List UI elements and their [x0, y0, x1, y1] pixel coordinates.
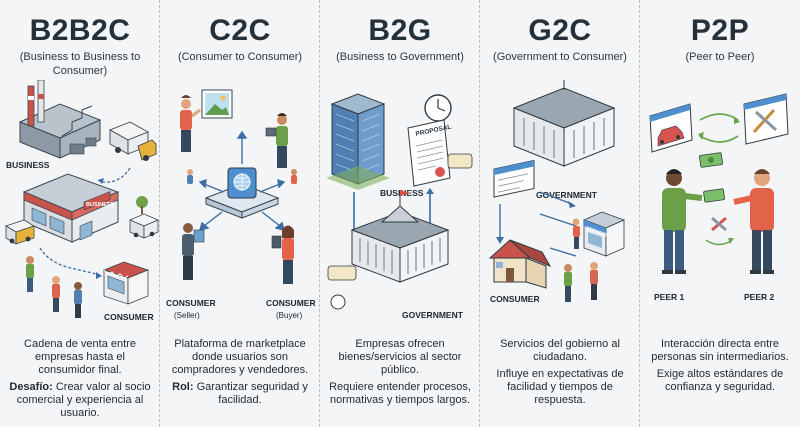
government-building-icon — [350, 190, 450, 283]
factory-icon — [18, 80, 102, 159]
peer-1-figure — [662, 169, 703, 274]
consumer-label: CONSUMER — [104, 312, 154, 322]
role-body: Garantizar seguridad y facilidad. — [193, 381, 308, 406]
government-building-icon — [512, 80, 616, 167]
consumer-figure — [52, 276, 60, 312]
column-subtitle: (Business to Government) — [336, 51, 464, 63]
buyer-figure — [271, 225, 294, 284]
image-listing-icon — [201, 89, 233, 119]
seller-figure — [180, 95, 201, 152]
column-c2c: C2C (Consumer to Consumer) — [160, 0, 320, 427]
column-g2c: G2C (Government to Consumer) GOVERNMENT — [480, 0, 640, 427]
peer-2-label: PEER 2 — [744, 292, 775, 302]
column-description: Empresas ofrecen bienes/servicios al sec… — [328, 338, 472, 411]
b2g-illustration: BUSINESS PROPOSAL — [326, 93, 473, 320]
stopwatch-icon — [330, 294, 346, 310]
van-icon — [5, 219, 35, 245]
truck-icon — [108, 121, 157, 161]
description-text: Interacción directa entre personas sin i… — [651, 338, 789, 363]
column-b2g: B2G (Business to Government) BUSINESS — [320, 0, 480, 427]
column-title: P2P — [690, 14, 750, 47]
role-text: Rol: Garantizar seguridad y facilidad. — [168, 381, 312, 407]
role-label: Rol: — [172, 381, 194, 393]
column-subtitle: (Government to Consumer) — [493, 51, 627, 63]
tools-listing-icon — [743, 93, 789, 145]
column-title: B2G — [368, 14, 432, 47]
flow-arrows — [198, 130, 286, 231]
cash-icon — [703, 188, 725, 203]
description-text: Plataforma de marketplace donde usuarios… — [171, 338, 309, 376]
user-figure — [187, 169, 193, 184]
consumer-figure — [74, 282, 82, 318]
government-label: GOVERNMENT — [536, 190, 598, 200]
government-label: GOVERNMENT — [402, 310, 464, 320]
seller-role-label: (Seller) — [174, 311, 200, 320]
car-listing-icon — [649, 103, 693, 153]
column-p2p: P2P (Peer to Peer) — [640, 0, 800, 427]
cash-icon — [699, 152, 723, 168]
services-kiosk-icon: SERVICES — [582, 211, 626, 257]
note-text: Requiere entender procesos, normativas y… — [329, 381, 471, 406]
flow-arrows — [499, 191, 577, 257]
column-description: Plataforma de marketplace donde usuarios… — [168, 338, 312, 411]
scroll-icon — [327, 265, 357, 281]
consumer-label: CONSUMER — [490, 294, 540, 304]
note-text: Exige altos estándares de confianza y se… — [656, 368, 784, 393]
shop-icon — [102, 261, 150, 305]
challenge-text: Desafío: Crear valor al socio comercial … — [8, 381, 152, 420]
column-title: G2C — [528, 14, 592, 47]
column-b2b2c: B2B2C (Business to Business to Consumer)… — [0, 0, 160, 427]
marketplace-platform-icon — [204, 167, 280, 219]
citizen-figure — [564, 264, 572, 302]
column-subtitle: (Business to Business to Consumer) — [19, 51, 141, 77]
column-subtitle: (Peer to Peer) — [685, 51, 755, 63]
column-title: B2B2C — [29, 14, 131, 47]
house-icon — [488, 239, 552, 289]
citizen-figure — [590, 262, 598, 300]
g2c-illustration: GOVERNMENT SERVICES — [488, 80, 626, 304]
tools-icon — [711, 216, 727, 232]
user-figure — [265, 113, 288, 168]
user-figure — [291, 169, 297, 184]
p2p-illustration: PEER 1 PEER 2 — [649, 93, 789, 302]
note-text: Influye en expectativas de facilidad y t… — [496, 368, 624, 406]
peer-2-figure — [733, 169, 774, 274]
scroll-icon — [447, 153, 473, 169]
description-text: Empresas ofrecen bienes/servicios al sec… — [338, 338, 462, 376]
store-sign-label: BUSINESS — [86, 202, 114, 208]
store-icon: BUSINESS — [22, 173, 120, 243]
column-description: Interacción directa entre personas sin i… — [648, 338, 792, 398]
clock-icon — [424, 94, 452, 122]
buyer-role-label: (Buyer) — [276, 311, 303, 320]
citizen-figure — [572, 218, 580, 249]
office-building-icon — [326, 93, 390, 190]
column-description: Cadena de venta entre empresas hasta el … — [8, 338, 152, 424]
challenge-label: Desafío: — [9, 381, 53, 393]
seller-figure — [182, 223, 205, 280]
column-subtitle: (Consumer to Consumer) — [177, 51, 303, 63]
challenge-body: Crear valor al socio comercial y experie… — [16, 381, 151, 419]
web-portal-icon — [493, 159, 535, 198]
description-text: Cadena de venta entre empresas hasta el … — [24, 338, 136, 376]
column-title: C2C — [209, 14, 271, 47]
proposal-document-icon: PROPOSAL — [407, 119, 452, 187]
seller-consumer-label: CONSUMER — [166, 298, 216, 308]
b2b2c-illustration: BUSINESS BUSINESS — [5, 80, 160, 322]
c2c-illustration: CONSUMER (Seller) CONSUMER (Buyer) — [166, 89, 316, 320]
peer-1-label: PEER 1 — [654, 292, 685, 302]
business-label: BUSINESS — [6, 160, 50, 170]
column-description: Servicios del gobierno al ciudadano. Inf… — [488, 338, 632, 411]
description-text: Servicios del gobierno al ciudadano. — [500, 338, 620, 363]
buyer-consumer-label: CONSUMER — [266, 298, 316, 308]
consumer-figure — [26, 256, 34, 292]
truck-icon — [128, 213, 160, 239]
